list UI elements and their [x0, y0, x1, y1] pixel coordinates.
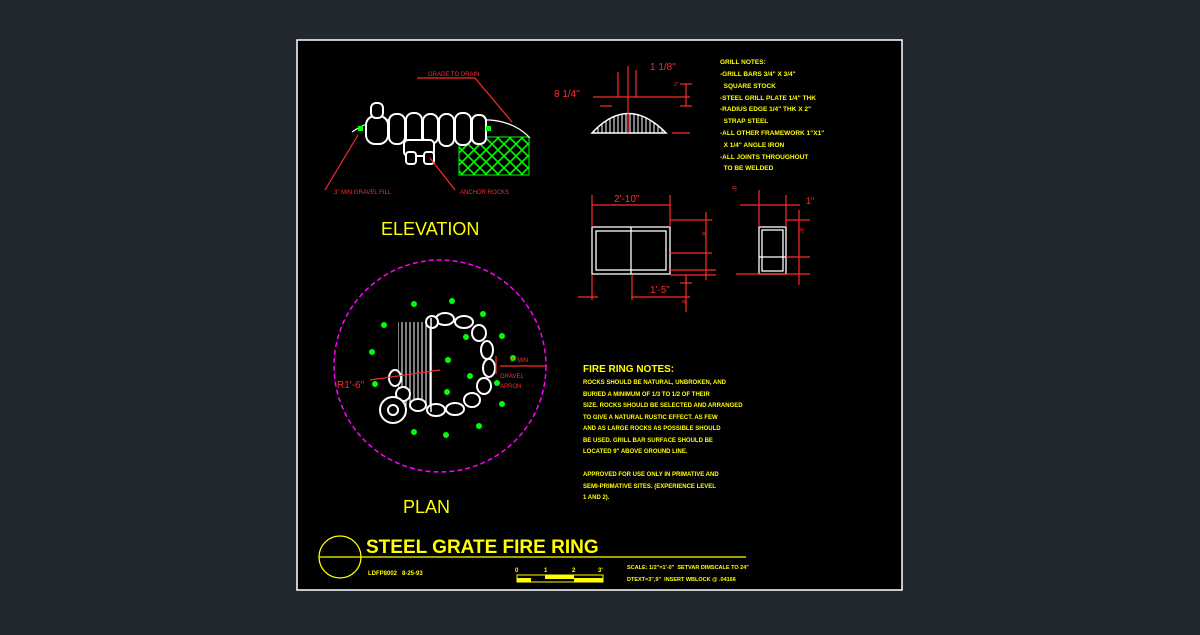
grill-bottom-dim: 1'-5" — [650, 285, 670, 296]
anchor-rock-plan — [379, 396, 407, 424]
title-block: STEEL GRATE FIRE RING LDFP8002 8-25-93 0… — [318, 535, 749, 583]
graphic-scale-bar: 0 1 2 3' — [515, 568, 604, 583]
grill-notes-line: -STEEL GRILL PLATE 1/4" THK — [720, 95, 816, 102]
fire-ring-notes-line: APPROVED FOR USE ONLY IN PRIMATIVE AND — [583, 472, 719, 478]
elevation-green-marks — [358, 126, 491, 131]
grade-to-drain-label: GRADE TO DRAIN — [428, 72, 479, 78]
fire-ring-notes-line: SIZE. ROCKS SHOULD BE SELECTED AND ARRAN… — [583, 403, 743, 409]
drawing-title: STEEL GRATE FIRE RING — [366, 537, 599, 558]
plan-gravel-apron-1: GRAVEL — [500, 374, 525, 380]
plan-gravel-apron-2: APRON — [500, 384, 521, 390]
elevation-leaders — [324, 77, 513, 191]
grill-notes-line: -RADIUS EDGE 1/4" THK X 2" — [720, 106, 811, 113]
anchor-rocks-label: ANCHOR ROCKS — [460, 190, 509, 196]
dtext-text: DTEXT=3",9" INSERT WBLOCK @ .04166 — [627, 577, 736, 583]
side-side-dim: 8" — [797, 228, 803, 233]
side-right-dim: 1" — [806, 196, 814, 206]
fire-ring-notes-line: LOCATED 9" ABOVE GROUND LINE. — [583, 449, 688, 455]
fire-ring-notes-line: ROCKS SHOULD BE NATURAL, UNBROKEN, AND — [583, 380, 727, 386]
half-round-bar — [590, 112, 668, 134]
fire-ring-notes-line: 1 AND 2). — [583, 495, 610, 501]
grill-top-view: 2'-10" 1'-5" 8" 8" — [578, 194, 716, 312]
section-dim-top: 1 1/8" — [650, 62, 676, 73]
grill-notes-line: -GRILL BARS 3/4" X 3/4" — [720, 71, 796, 78]
grill-section-view: 1 1/8" 8 1/4" 2" — [554, 62, 692, 134]
elevation-view: GRADE TO DRAIN 3" MIN GRAVEL FILL ANCHOR… — [324, 72, 531, 239]
scale-bar-label: 2 — [572, 568, 576, 574]
plan-radius-dim: R1'-6" — [337, 380, 365, 391]
fire-ring-notes-line: SEMI-PRIMATIVE SITES. (EXPERIENCE LEVEL — [583, 484, 716, 490]
fire-ring-notes: FIRE RING NOTES: ROCKS SHOULD BE NATURAL… — [583, 364, 743, 501]
elevation-rocks — [365, 102, 487, 165]
grill-side-dim: 8" — [700, 232, 706, 237]
grill-notes-line: SQUARE STOCK — [720, 83, 776, 90]
section-dim-left: 8 1/4" — [554, 89, 580, 100]
elevation-title: ELEVATION — [381, 219, 479, 239]
side-top-dim: 8" — [730, 186, 736, 191]
drawing-date: 8-25-93 — [402, 571, 423, 577]
grill-notes-title: GRILL NOTES: — [720, 59, 766, 66]
grill-notes-line: -ALL JOINTS THROUGHOUT — [720, 154, 808, 161]
grill-side-view: 8" 1" 8" — [730, 186, 814, 285]
grill-width-dim: 2'-10" — [614, 194, 640, 205]
scale-bar-label: 1 — [544, 568, 548, 574]
grill-notes-line: X 1/4" ANGLE IRON — [720, 142, 785, 149]
fire-ring-notes-line: BE USED. GRILL BAR SURFACE SHOULD BE — [583, 438, 713, 444]
fire-ring-notes-line: AND AS LARGE ROCKS AS POSSIBLE SHOULD — [583, 426, 721, 432]
ring-rocks — [388, 312, 496, 417]
section-dim-small: 2" — [674, 82, 679, 88]
grill-notes: GRILL NOTES: -GRILL BARS 3/4" X 3/4" SQU… — [720, 59, 824, 172]
gravel-hatch — [458, 136, 530, 176]
drawing-id: LDFP8002 — [368, 571, 398, 577]
grill-below-dim: 8" — [680, 300, 686, 305]
grill-notes-line: STRAP STEEL — [720, 118, 768, 125]
scale-bar-label: 0 — [515, 568, 519, 574]
plan-view: R1'-6" 2" MIN GRAVEL APRON PLAN — [333, 259, 547, 517]
grill-notes-line: -ALL OTHER FRAMEWORK 1"X1" — [720, 130, 824, 137]
gravel-fill-label: 3" MIN GRAVEL FILL — [334, 190, 392, 196]
fire-ring-notes-title: FIRE RING NOTES: — [583, 364, 674, 375]
plan-title: PLAN — [403, 497, 450, 517]
plan-min-width: 2" MIN — [510, 358, 528, 364]
scale-bar-label: 3' — [598, 568, 603, 574]
grill-notes-line: TO BE WELDED — [720, 165, 774, 172]
fire-ring-notes-line: BURIED A MINIMUM OF 1/3 TO 1/2 OF THEIR — [583, 392, 710, 398]
scale-text: SCALE: 1/2"=1'-0" SETVAR DIMSCALE TO 24" — [627, 565, 749, 571]
fire-ring-notes-line: TO GIVE A NATURAL RUSTIC EFFECT. AS FEW — [583, 415, 718, 421]
